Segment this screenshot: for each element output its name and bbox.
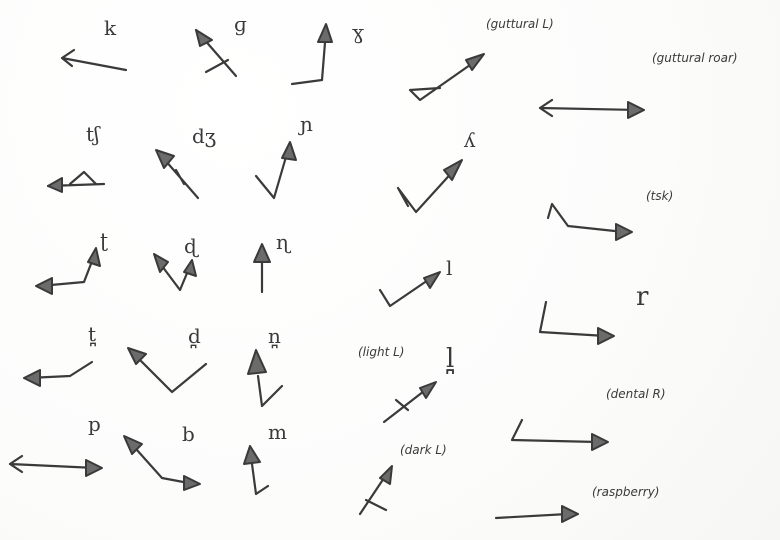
gesture-arrow-lambda (396, 159, 463, 214)
label-retroflex-n: ɳ (276, 230, 290, 254)
label-p: p (88, 412, 101, 436)
gesture-arrow-r (538, 300, 615, 345)
gesture-arrow-dental-n (247, 349, 284, 408)
gesture-arrow-g (194, 28, 238, 78)
label-tsk: (tsk) (646, 189, 674, 203)
gesture-arrow-dark-l (358, 465, 393, 516)
label-dark-l: (dark L) (400, 443, 447, 457)
label-retroflex-t: ʈ (100, 228, 109, 252)
gesture-arrow-gamma (290, 23, 333, 86)
label-raspberry: (raspberry) (592, 485, 660, 499)
gesture-arrow-l (378, 271, 441, 308)
label-lambda: ʎ (464, 128, 476, 152)
gesture-arrow-tesh (46, 170, 106, 193)
label-guttural-roar: (guttural roar) (652, 51, 738, 65)
gesture-arrow-guttural-roar (538, 98, 645, 119)
label-guttural-l: (guttural L) (486, 17, 554, 31)
gesture-arrow-raspberry (494, 505, 579, 523)
gesture-arrow-dental-t (23, 360, 94, 387)
label-dental-r: (dental R) (606, 387, 666, 401)
gesture-arrow-retroflex-t (35, 247, 101, 295)
label-l: l (446, 256, 453, 280)
gesture-arrow-b (123, 435, 201, 491)
gesture-arrow-p (8, 454, 103, 477)
gesture-arrow-retroflex-d (153, 253, 197, 292)
label-m: m (268, 420, 287, 444)
label-dental-t: t̪ (88, 322, 97, 346)
label-dental-n: n̪ (268, 324, 281, 348)
label-b: b (182, 422, 195, 446)
gesture-arrow-dezh (155, 149, 200, 200)
gesture-arrow-k (60, 48, 128, 72)
label-k: k (104, 16, 117, 40)
label-retroflex-d: ɖ (184, 234, 197, 258)
gesture-arrow-m (243, 445, 270, 496)
gesture-arrow-dental-d (127, 347, 208, 394)
gesture-arrow-guttural-l (408, 53, 485, 102)
label-dezh: dʒ (192, 124, 217, 148)
gesture-arrow-dental-l (382, 381, 437, 424)
label-palatal-n: ɲ (300, 112, 313, 136)
gesture-arrow-dental-r (510, 418, 609, 451)
label-gamma: ɣ (352, 20, 364, 44)
label-dental-d: d̪ (188, 324, 201, 348)
gesture-arrow-tsk (546, 202, 633, 241)
label-tesh: tʃ (86, 122, 100, 146)
label-g: ɡ (234, 12, 247, 36)
label-r: r (636, 282, 649, 312)
label-light-l: (light L) (358, 345, 405, 359)
gesture-arrow-retroflex-n (253, 243, 271, 294)
gesture-arrow-palatal-n (254, 141, 297, 200)
label-dental-l: l̪ (446, 344, 455, 374)
